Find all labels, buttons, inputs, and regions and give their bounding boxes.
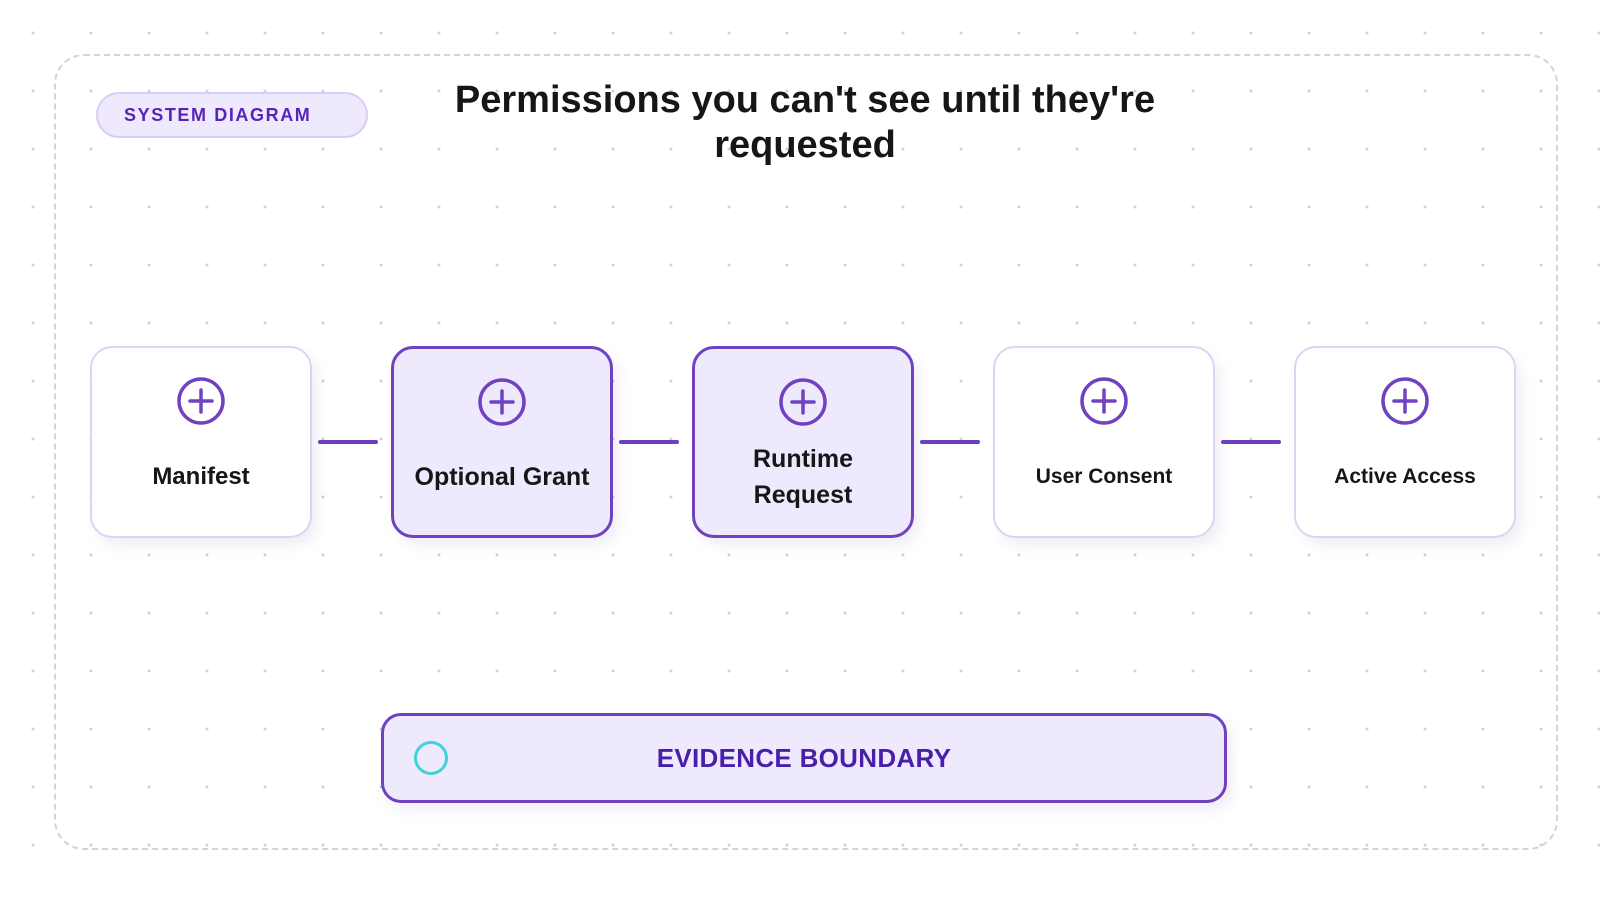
circle-ring-icon	[414, 741, 448, 775]
plus-circle-icon	[779, 378, 827, 426]
node-label: Optional Grant	[414, 463, 590, 491]
evidence-boundary[interactable]: EVIDENCE BOUNDARY	[381, 713, 1227, 803]
plus-circle-icon	[1080, 377, 1128, 425]
node-optional-grant[interactable]: Optional Grant	[391, 346, 613, 538]
node-label: Manifest	[152, 463, 250, 490]
plus-circle-icon	[1381, 377, 1429, 425]
plus-circle-icon	[478, 378, 526, 426]
diagram-tag: SYSTEM DIAGRAM	[96, 92, 368, 138]
evidence-boundary-label: EVIDENCE BOUNDARY	[656, 743, 952, 773]
plus-circle-icon	[177, 377, 225, 425]
connector-line	[619, 440, 679, 444]
connector-line	[1221, 440, 1281, 444]
diagram-frame	[54, 54, 1558, 850]
node-active-access[interactable]: Active Access	[1294, 346, 1516, 538]
node-runtime-request[interactable]: Runtime Request	[692, 346, 914, 538]
node-manifest[interactable]: Manifest	[90, 346, 312, 538]
node-label: Active Access	[1334, 465, 1476, 488]
diagram-title: Permissions you can't see until they're …	[454, 79, 1156, 166]
node-label: User Consent	[1035, 465, 1173, 488]
connector-line	[318, 440, 378, 444]
node-label: Runtime Request	[753, 445, 853, 509]
node-user-consent[interactable]: User Consent	[993, 346, 1215, 538]
connector-line	[920, 440, 980, 444]
